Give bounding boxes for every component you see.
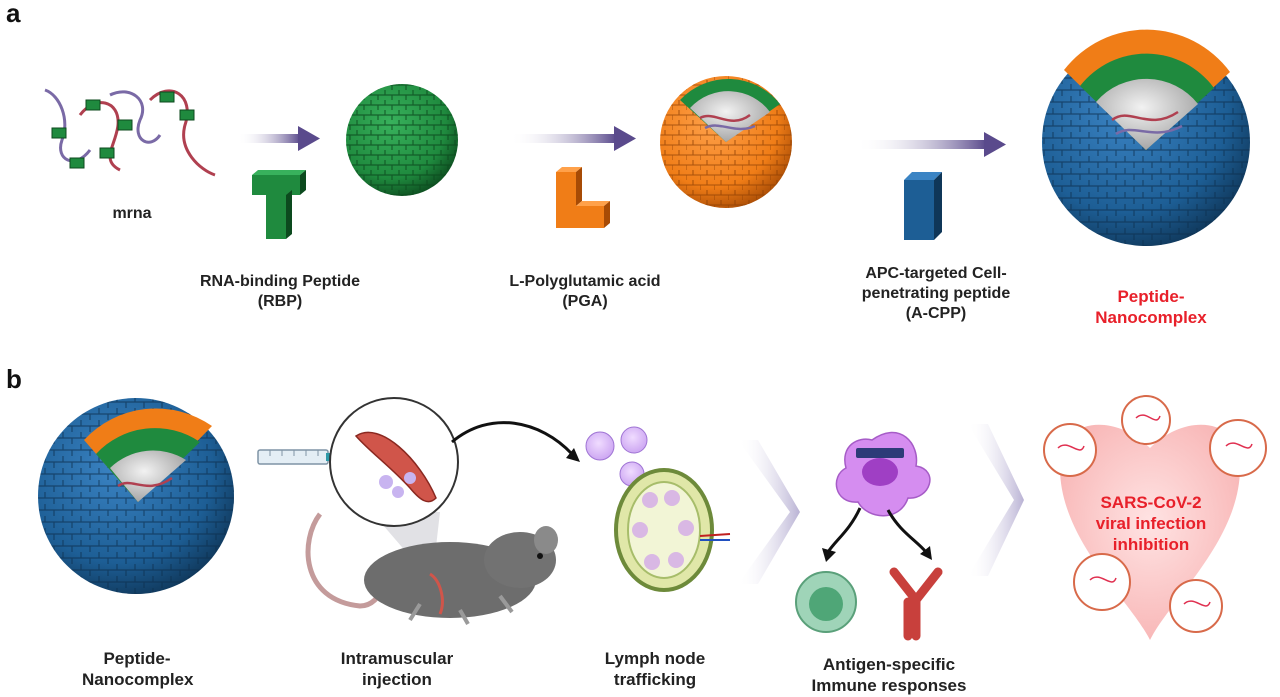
pga-block-icon bbox=[556, 167, 610, 228]
process-arrow-1 bbox=[238, 126, 320, 151]
panel-letter-b: b bbox=[6, 364, 22, 394]
trafficking-curved-arrow bbox=[451, 421, 580, 462]
rbp-label: RNA-binding Peptide (RBP) bbox=[200, 273, 360, 310]
dendritic-cell-illustration bbox=[822, 431, 932, 562]
t-cell-illustration bbox=[795, 571, 857, 633]
mrna-label: mrna bbox=[112, 205, 152, 222]
mouse-illustration bbox=[305, 512, 558, 625]
panel-letter-a: a bbox=[6, 0, 21, 28]
immune-label: Antigen-specific Immune responses bbox=[811, 655, 967, 695]
antibody-illustration bbox=[889, 567, 943, 641]
lymph-node-illustration bbox=[585, 426, 731, 592]
mrna-illustration bbox=[44, 88, 216, 177]
flow-chevron-1 bbox=[738, 440, 800, 584]
heart-virus-illustration bbox=[1043, 395, 1267, 640]
process-arrow-2 bbox=[510, 126, 636, 151]
injection-label: Intramuscular injection bbox=[340, 649, 454, 689]
rbp-mrna-core-sphere bbox=[346, 84, 458, 196]
lymph-label: Lymph node trafficking bbox=[604, 649, 706, 689]
peptide-nanocomplex-sphere-b bbox=[38, 398, 234, 594]
pga-coated-sphere bbox=[660, 76, 792, 208]
pga-label: L-Polyglutamic acid (PGA) bbox=[509, 273, 661, 310]
nanocomplex-label-a: Peptide- Nanocomplex bbox=[1095, 287, 1207, 327]
rbp-block-icon bbox=[252, 170, 306, 239]
acpp-block-icon bbox=[904, 172, 942, 240]
inhibition-label: SARS-CoV-2 viral infection inhibition bbox=[1095, 493, 1207, 554]
acpp-label: APC-targeted Cell- penetrating peptide (… bbox=[861, 265, 1011, 322]
flow-chevron-2 bbox=[968, 424, 1024, 576]
peptide-nanocomplex-sphere-a bbox=[1042, 29, 1250, 246]
process-arrow-3 bbox=[856, 132, 1006, 157]
nanocomplex-label-b: Peptide- Nanocomplex bbox=[82, 649, 194, 689]
